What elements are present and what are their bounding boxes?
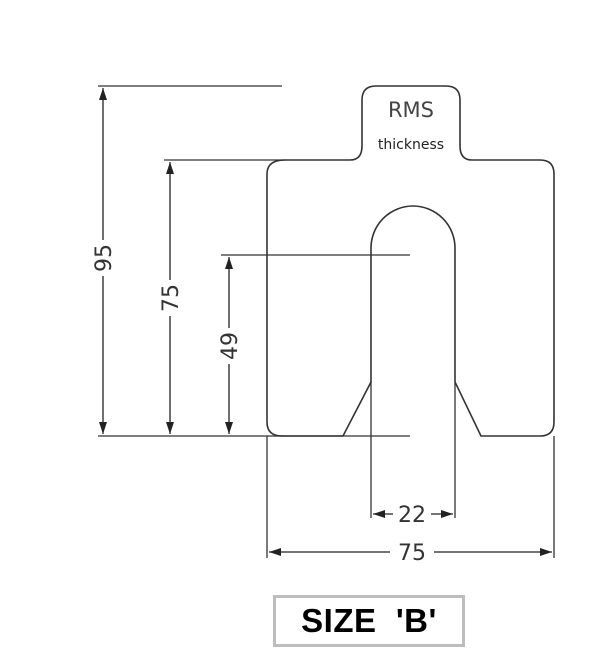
tab-label-rms: RMS [388,98,434,122]
dim-label-95: 95 [92,244,117,272]
dim-label-75-horizontal: 75 [398,541,426,566]
size-label-box: SIZE 'B' [273,595,465,647]
dim-label-49: 49 [218,332,243,360]
tab-label-thickness: thickness [378,137,444,153]
size-label: SIZE 'B' [301,602,437,639]
dim-label-75-vertical: 75 [159,284,184,312]
dim-label-22: 22 [398,503,426,528]
